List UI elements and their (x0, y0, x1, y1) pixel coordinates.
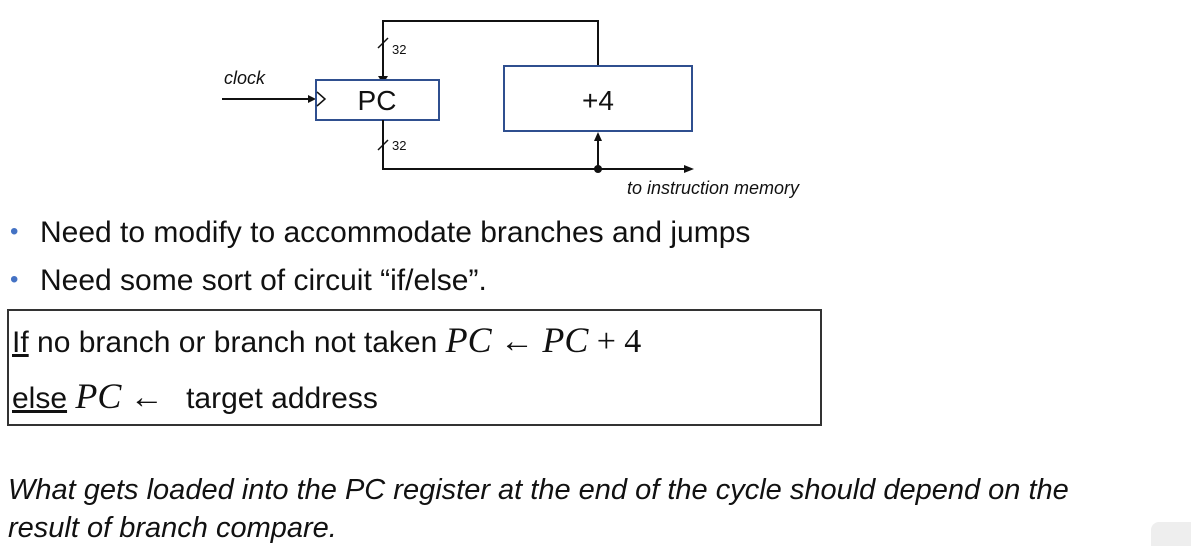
output-label: to instruction memory (627, 178, 800, 198)
caption-line-2: result of branch compare. (8, 512, 337, 544)
if-rule-line: If no branch or branch not taken PC ← PC… (12, 319, 641, 361)
increment-value: 4 (624, 323, 642, 360)
adder-label: +4 (582, 85, 614, 116)
bus-width-bottom-label: 32 (392, 138, 406, 153)
pc-output-wire (382, 120, 686, 170)
junction-dot (594, 165, 602, 173)
clock-label: clock (224, 68, 266, 88)
if-condition-text: no branch or branch not taken (28, 326, 438, 359)
bullet-text: Need to modify to accommodate branches a… (40, 216, 751, 249)
else-target-text: target address (186, 382, 378, 415)
bullet-item: • Need to modify to accommodate branches … (10, 216, 750, 250)
feedback-wire (382, 20, 599, 80)
adder-input-arrowhead (594, 132, 602, 141)
bullet-item: • Need some sort of circuit “if/else”. (10, 264, 487, 298)
pc-register-label: PC (358, 85, 397, 116)
bullet-dot-icon: • (10, 218, 19, 245)
output-arrowhead (684, 165, 694, 173)
player-control-widget[interactable] (1151, 522, 1191, 546)
adder-box (503, 65, 693, 132)
else-lhs-pc: PC (75, 376, 122, 416)
clock-edge-triangle (316, 91, 327, 107)
plus-sign: + (596, 323, 616, 360)
if-rhs-pc: PC (542, 320, 589, 360)
else-assign-arrow: ← (129, 379, 164, 416)
clock-arrowhead (308, 95, 316, 103)
if-keyword: If (12, 326, 29, 359)
caption-line-1: What gets loaded into the PC register at… (8, 474, 1069, 506)
assign-arrow: ← (499, 323, 534, 360)
bus-slash-top (377, 37, 389, 49)
bus-slash-bottom (377, 139, 389, 151)
if-lhs-pc: PC (445, 320, 492, 360)
bullet-text: Need some sort of circuit “if/else”. (40, 264, 487, 297)
pc-update-rule-box: If no branch or branch not taken PC ← PC… (7, 309, 822, 426)
pc-datapath-diagram: 32 clock PC +4 32 to instruction memory (222, 20, 800, 198)
else-rule-line: else PC ← target address (12, 375, 378, 417)
bus-width-top-label: 32 (392, 42, 406, 57)
pc-register-box (315, 79, 440, 121)
else-keyword: else (12, 382, 68, 415)
bullet-dot-icon: • (10, 266, 19, 293)
